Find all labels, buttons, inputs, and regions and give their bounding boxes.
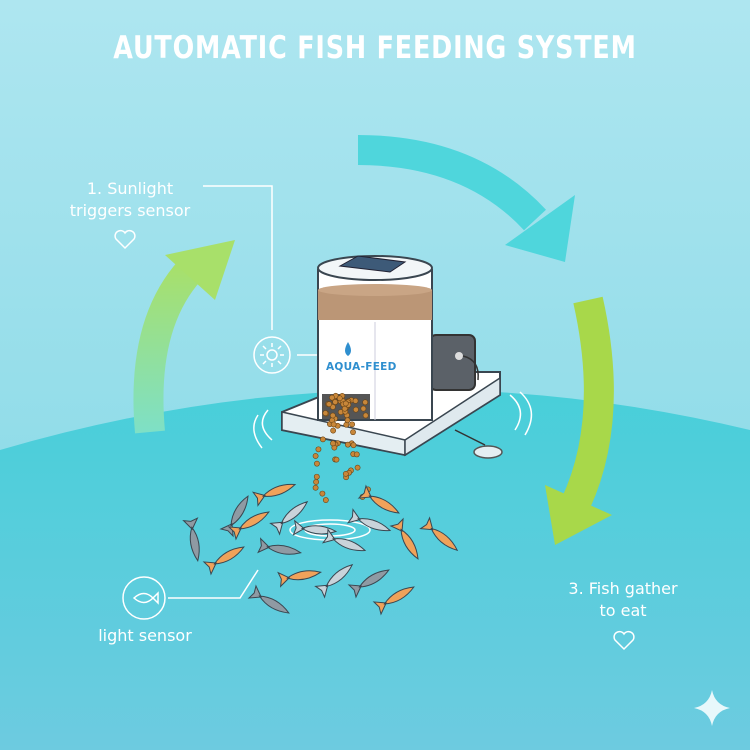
feeder-device [281,255,503,459]
fish [182,517,200,562]
food-pellet [354,464,361,471]
food-pellet [315,446,322,453]
fish [277,570,322,588]
fish [219,495,249,538]
food-pellet [329,412,336,419]
heart-icon [613,630,635,651]
food-pellet [344,441,351,448]
food-pellet [329,394,335,401]
solar-panel [338,255,407,273]
food-pellets [312,392,371,503]
food-pellet [312,484,319,491]
step3-line1: 3. Fish gather [568,579,678,598]
food-pellet [330,427,337,434]
fish [347,569,390,599]
fish [269,500,309,536]
fish [257,537,302,555]
fish [357,484,400,514]
arrow-right-green [545,296,614,545]
fish [202,546,245,576]
food-pellet [314,460,320,467]
food-pellet [349,421,356,428]
fish [372,586,415,616]
light-sensor-label: light sensor [98,626,192,645]
page-title: AUTOMATIC FISH FEEDING SYSTEM [113,30,637,66]
callout-line-step1 [203,185,273,330]
fish [227,511,270,541]
water-drop-icon [345,342,351,356]
food-pellet [333,456,340,463]
food-pellet [330,404,336,410]
step1-label: 1. Sunlight triggers sensor [60,178,200,222]
sparkle-icon [694,690,730,726]
fish [251,483,297,507]
food-pellet [330,421,337,428]
fish [247,584,290,614]
fish [321,528,367,552]
device-brand: AQUA-FEED [326,361,397,373]
sensor-disc [473,445,503,459]
food-pellet [330,440,336,447]
step1-line2: triggers sensor [69,201,191,220]
food-pellet [313,473,320,480]
food-pellet [350,429,356,436]
heart-icon [114,229,136,250]
food-pellet [352,406,359,413]
fish [346,508,392,532]
food-pellet [322,497,329,503]
food-pellet [319,490,326,497]
food-pellet [342,400,349,407]
callout-line-sensor [168,569,259,599]
food-pellet [313,479,320,485]
fish [314,563,354,599]
motor-unit [429,334,476,391]
food-pellet [342,470,349,477]
food-pellet [344,417,351,424]
fish-icon [122,576,166,620]
food-pellet [326,401,332,408]
step3-line2: to eat [599,601,647,620]
food-pellet [360,405,367,412]
fish-school [182,483,459,616]
step1-line1: 1. Sunlight [86,179,174,198]
water-surface [0,389,750,750]
food-pellet [350,442,357,449]
arrow-left-green [133,240,235,434]
food-pellet [336,395,343,402]
food-pellet [332,399,339,405]
food-pellet [322,410,329,417]
food-pellet [341,405,348,412]
food-pellet [312,453,319,459]
food-pellet [352,397,359,404]
food-pellet [353,451,360,458]
fish [419,516,459,552]
step3-label: 3. Fish gather to eat [548,578,698,622]
arrow-top-teal [357,135,575,262]
fish [292,519,338,536]
food-pellet [362,399,369,406]
food-pellet [362,412,369,419]
sun-icon [253,336,291,374]
fish [389,517,419,560]
food-pellet [320,436,326,443]
